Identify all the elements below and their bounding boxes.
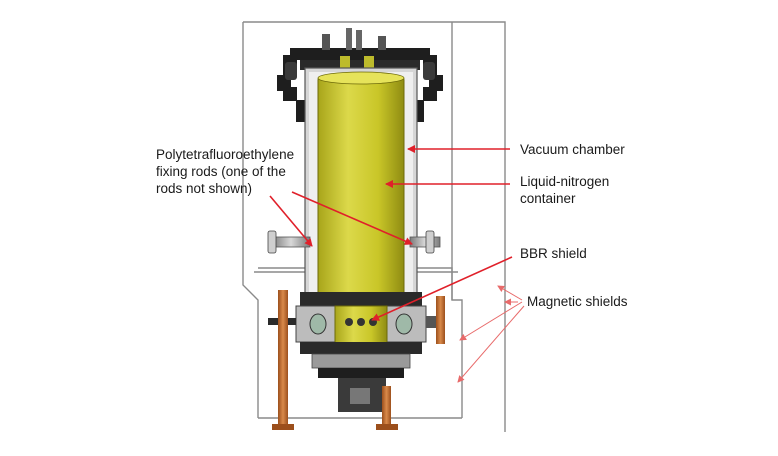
arrow-magnetic-shield-2 bbox=[459, 301, 523, 341]
bbr-shield-assembly bbox=[268, 292, 438, 412]
label-vacuum-chamber: Vacuum chamber bbox=[520, 142, 625, 157]
arrow-ptfe-rod-left bbox=[269, 195, 313, 247]
label-ptfe-rods: Polytetrafluoroethylene fixing rods (one… bbox=[156, 147, 295, 196]
arrow-ptfe-rod-right bbox=[291, 191, 413, 245]
side-ports bbox=[267, 230, 441, 254]
label-bbr-shield: BBR shield bbox=[520, 246, 587, 261]
copper-support-rods bbox=[272, 290, 445, 430]
label-magnetic-shields: Magnetic shields bbox=[527, 294, 628, 309]
liquid-nitrogen-container bbox=[317, 71, 405, 299]
label-ln2-container: Liquid-nitrogen container bbox=[520, 174, 610, 206]
arrow-magnetic-shield-1 bbox=[497, 285, 523, 301]
arrow-bbr-shield bbox=[371, 256, 513, 321]
arrow-magnetic-shield-3 bbox=[457, 305, 525, 383]
annotation-arrows bbox=[269, 145, 525, 383]
